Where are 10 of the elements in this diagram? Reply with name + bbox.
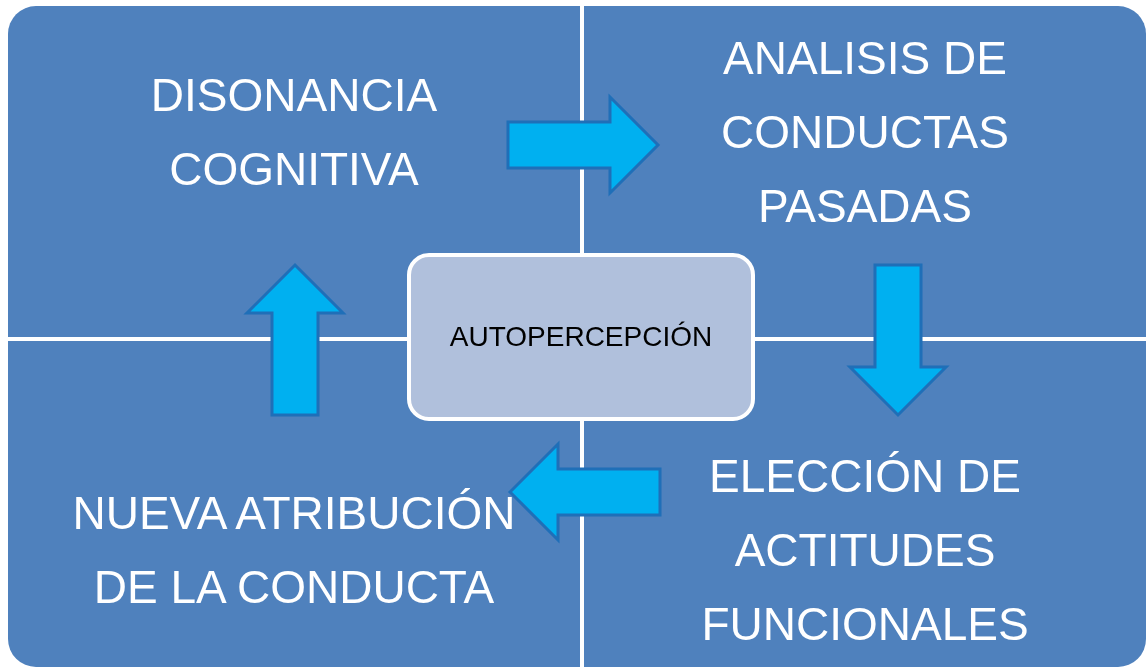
quadrant-label: ANALISIS DE CONDUCTAS PASADAS	[720, 30, 1010, 234]
block-arrow	[507, 440, 662, 544]
quadrant-label: NUEVA ATRIBUCIÓN DE LA CONDUCTA	[71, 486, 517, 615]
quadrant-label: ELECCIÓN DE ACTITUDES FUNCIONALES	[700, 449, 1030, 652]
center-box	[407, 253, 755, 421]
block-arrow	[506, 93, 661, 197]
block-arrow	[243, 262, 347, 417]
block-arrow	[846, 263, 950, 418]
quadrant-label: DISONANCIA COGNITIVA	[149, 67, 439, 197]
center-label: AUTOPERCEPCIÓN	[449, 321, 713, 353]
